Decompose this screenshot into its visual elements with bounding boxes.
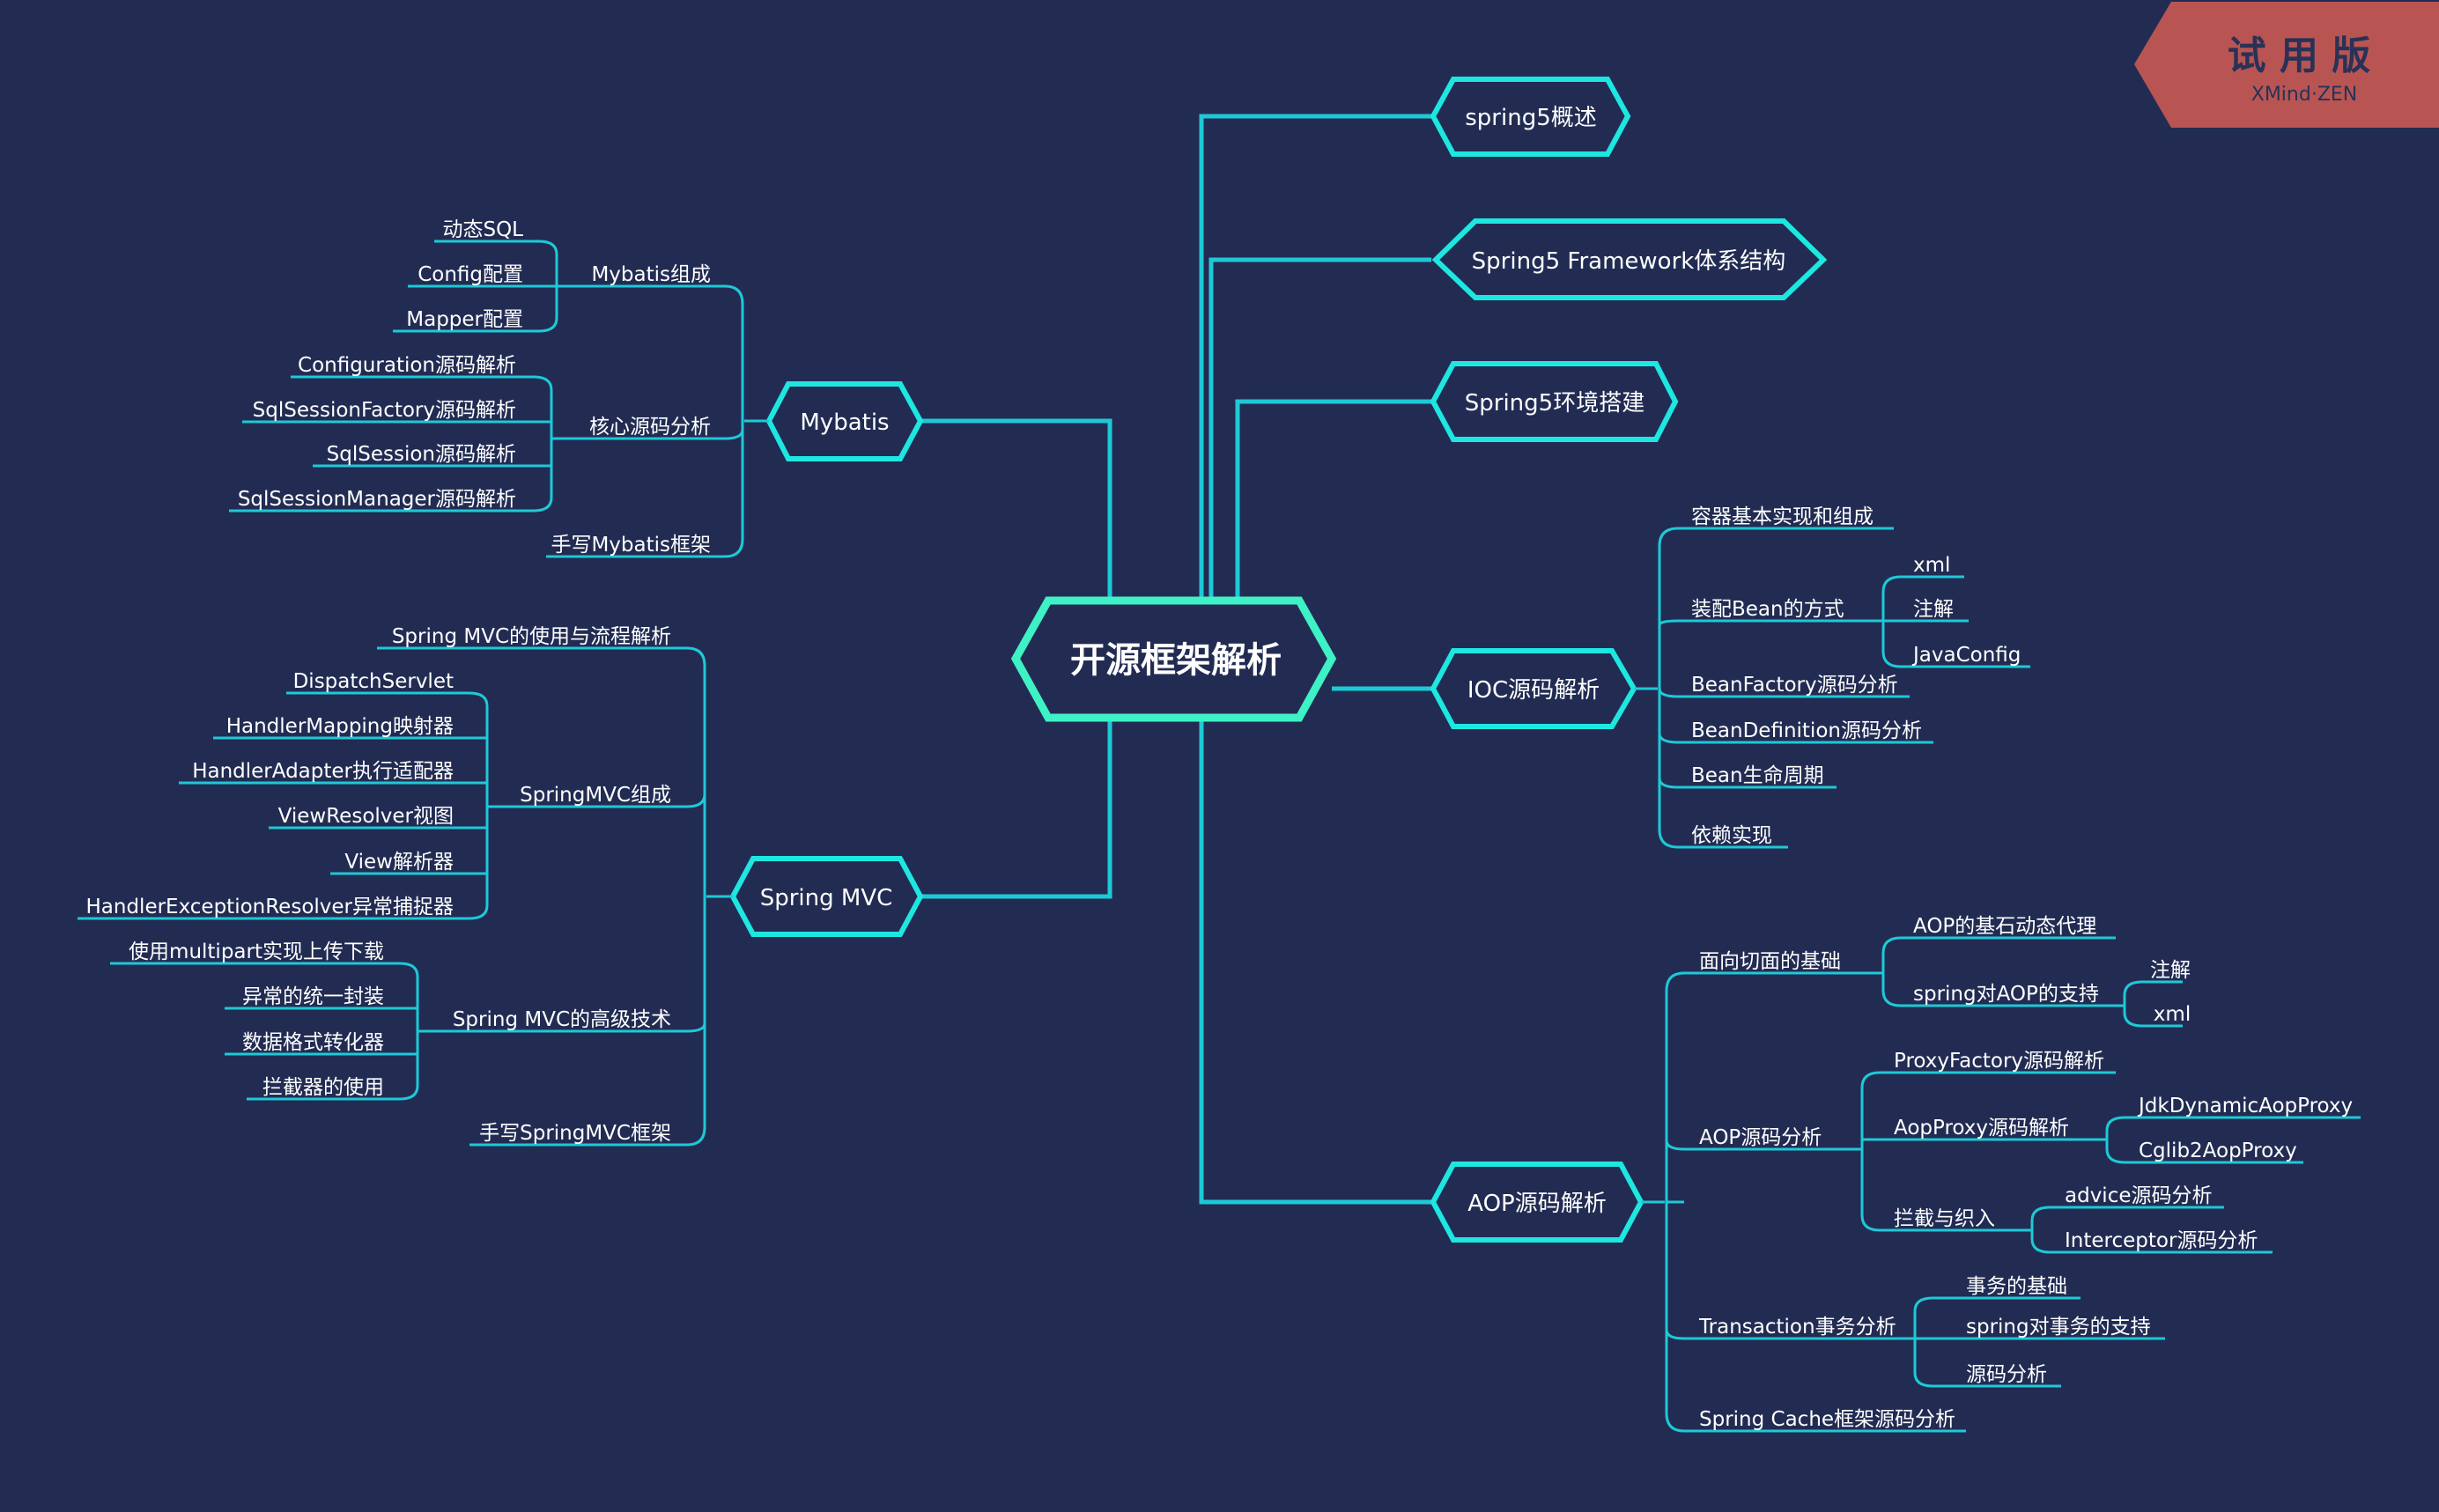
springmvc-advanced[interactable]: Spring MVC的高级技术	[453, 1008, 671, 1031]
ioc-label: IOC源码解析	[1467, 677, 1600, 704]
aop-tx-source[interactable]: 源码分析	[1966, 1363, 2047, 1386]
ioc-beandefinition[interactable]: BeanDefinition源码分析	[1691, 719, 1922, 742]
spring5-overview-label: spring5概述	[1465, 105, 1597, 131]
springmvc-dispatchservlet[interactable]: DispatchServlet	[293, 670, 454, 693]
ioc-assembly-xml[interactable]: xml	[1913, 554, 1950, 577]
springmvc-handwrite[interactable]: 手写SpringMVC框架	[479, 1122, 671, 1145]
node-spring5-env[interactable]: Spring5环境搭建	[1430, 361, 1679, 442]
mybatis-sqlsessionfactory-source[interactable]: SqlSessionFactory源码解析	[253, 399, 516, 422]
mybatis-mapper-config[interactable]: Mapper配置	[406, 308, 523, 331]
node-ioc[interactable]: IOC源码解析	[1430, 648, 1637, 729]
watermark-subtitle: XMind·ZEN	[2251, 84, 2358, 106]
root-label: 开源框架解析	[1070, 640, 1282, 681]
springmvc-viewresolver[interactable]: ViewResolver视图	[278, 805, 454, 828]
mybatis-core-source[interactable]: 核心源码分析	[589, 416, 711, 439]
ioc-bean-lifecycle[interactable]: Bean生命周期	[1691, 764, 1824, 787]
springmvc-interceptor[interactable]: 拦截器的使用	[262, 1076, 384, 1099]
springmvc-handleradapter[interactable]: HandlerAdapter执行适配器	[192, 760, 454, 783]
watermark-title: 试 用 版	[2228, 33, 2371, 78]
ioc-dependency[interactable]: 依赖实现	[1691, 824, 1772, 847]
mybatis-label: Mybatis	[800, 409, 889, 436]
aop-aspect-basics[interactable]: 面向切面的基础	[1699, 950, 1841, 973]
aop-proxy-basis[interactable]: AOP的基石动态代理	[1913, 915, 2096, 938]
mybatis-composition[interactable]: Mybatis组成	[591, 263, 711, 286]
spring5-env-label: Spring5环境搭建	[1465, 390, 1644, 417]
aop-intercept-weave[interactable]: 拦截与织入	[1894, 1207, 1995, 1230]
springmvc-components[interactable]: SpringMVC组成	[520, 784, 671, 807]
aop-aopproxy[interactable]: AopProxy源码解析	[1894, 1117, 2069, 1140]
springmvc-exceptionresolver[interactable]: HandlerExceptionResolver异常捕捉器	[85, 896, 454, 918]
aop-advice-analysis[interactable]: advice源码分析	[2065, 1184, 2213, 1207]
trial-watermark: 试 用 版 XMind·ZEN	[2134, 2, 2439, 128]
aop-source[interactable]: AOP源码分析	[1699, 1126, 1822, 1149]
spring5-framework-label: Spring5 Framework体系结构	[1472, 248, 1786, 275]
aop-tx-basics[interactable]: 事务的基础	[1966, 1275, 2067, 1298]
ioc-bean-assembly[interactable]: 装配Bean的方式	[1691, 598, 1844, 621]
aop-spring-support[interactable]: spring对AOP的支持	[1913, 983, 2099, 1006]
main-connectors	[922, 114, 1431, 1205]
node-springmvc[interactable]: Spring MVC	[729, 856, 924, 937]
node-mybatis[interactable]: Mybatis	[765, 381, 924, 461]
aop-subtree: 面向切面的基础 AOP源码分析 Transaction事务分析 Spring C…	[1641, 915, 2361, 1433]
springmvc-handlermapping[interactable]: HandlerMapping映射器	[226, 715, 454, 738]
springmvc-multipart[interactable]: 使用multipart实现上传下载	[129, 940, 384, 963]
ioc-assembly-javaconfig[interactable]: JavaConfig	[1911, 644, 2021, 667]
aop-label: AOP源码解析	[1467, 1191, 1606, 1217]
ioc-container-basics[interactable]: 容器基本实现和组成	[1691, 505, 1874, 528]
aop-jdk-proxy[interactable]: JdkDynamicAopProxy	[2137, 1095, 2353, 1117]
mybatis-subtree: Mybatis组成 核心源码分析 手写Mybatis框架 动态SQL Confi…	[229, 218, 769, 558]
aop-tx-spring-support[interactable]: spring对事务的支持	[1966, 1316, 2151, 1339]
node-spring5-overview[interactable]: spring5概述	[1430, 77, 1631, 157]
springmvc-view-parser[interactable]: View解析器	[344, 851, 454, 874]
node-aop[interactable]: AOP源码解析	[1430, 1162, 1644, 1243]
root-node[interactable]: 开源框架解析	[1010, 596, 1337, 722]
aop-proxyfactory[interactable]: ProxyFactory源码解析	[1894, 1050, 2104, 1073]
aop-transaction[interactable]: Transaction事务分析	[1698, 1316, 1896, 1339]
ioc-beanfactory[interactable]: BeanFactory源码分析	[1691, 674, 1898, 697]
mybatis-dynamic-sql[interactable]: 动态SQL	[442, 218, 523, 241]
mybatis-config[interactable]: Config配置	[418, 263, 523, 286]
springmvc-label: Spring MVC	[760, 885, 893, 911]
ioc-assembly-annotation[interactable]: 注解	[1913, 598, 1954, 621]
aop-spring-cache[interactable]: Spring Cache框架源码分析	[1699, 1408, 1955, 1431]
node-spring5-framework[interactable]: Spring5 Framework体系结构	[1431, 218, 1828, 300]
mybatis-sqlsessionmanager-source[interactable]: SqlSessionManager源码解析	[238, 488, 516, 511]
mybatis-configuration-source[interactable]: Configuration源码解析	[298, 354, 516, 377]
springmvc-subtree: Spring MVC的使用与流程解析 SpringMVC组成 Spring MV…	[78, 625, 733, 1147]
aop-support-xml[interactable]: xml	[2154, 1003, 2191, 1026]
aop-cglib-proxy[interactable]: Cglib2AopProxy	[2139, 1140, 2297, 1162]
springmvc-formatter[interactable]: 数据格式转化器	[242, 1031, 384, 1054]
springmvc-exception-wrap[interactable]: 异常的统一封装	[242, 985, 384, 1008]
mybatis-handwrite[interactable]: 手写Mybatis框架	[551, 534, 711, 557]
aop-interceptor-analysis[interactable]: Interceptor源码分析	[2065, 1229, 2258, 1252]
mybatis-sqlsession-source[interactable]: SqlSession源码解析	[327, 443, 516, 466]
springmvc-usage-flow[interactable]: Spring MVC的使用与流程解析	[392, 625, 671, 648]
aop-support-annotation[interactable]: 注解	[2150, 959, 2191, 982]
ioc-subtree: 容器基本实现和组成 装配Bean的方式 BeanFactory源码分析 Bean…	[1634, 505, 2030, 849]
